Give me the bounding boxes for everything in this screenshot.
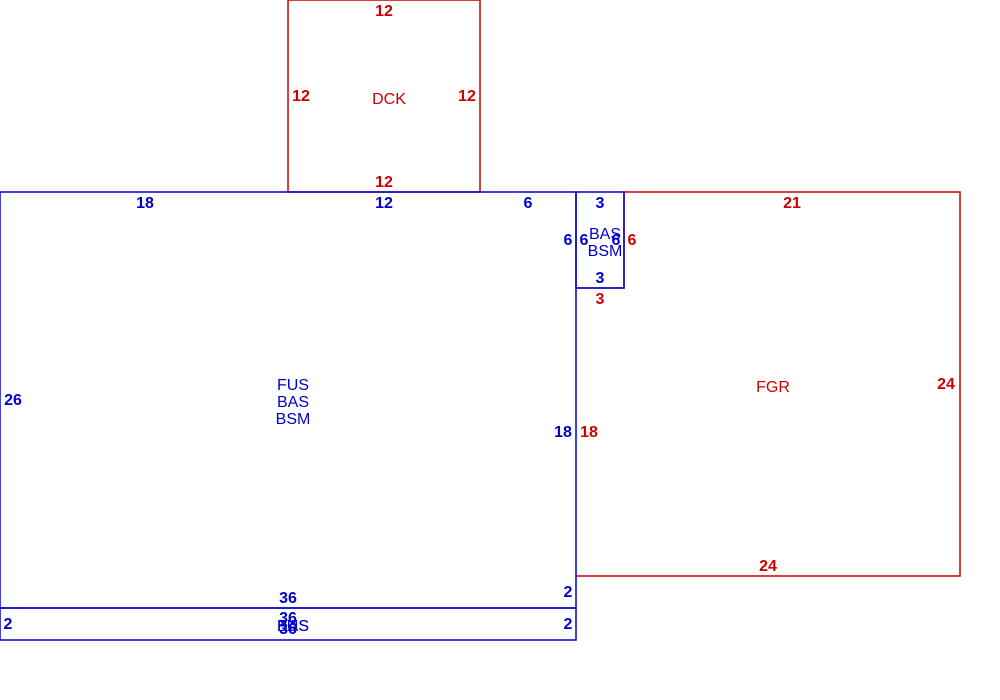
main-label-fus: FUS <box>277 377 309 394</box>
main-left-dim: 26 <box>4 392 22 409</box>
dck-label: DCK <box>372 91 406 108</box>
small-outer-right-dim: 6 <box>628 232 637 249</box>
small-outer-bottom-dim: 3 <box>596 291 605 308</box>
main-top-dim-c: 6 <box>524 195 533 212</box>
small-label-bsm: BSM <box>588 243 623 260</box>
small-left-dim-a: 6 <box>564 232 573 249</box>
small-top-dim: 3 <box>596 195 605 212</box>
small-area-outline <box>575 191 625 289</box>
main-top-dim-a: 18 <box>136 195 154 212</box>
strip-top-dim: 36 <box>279 610 297 627</box>
fgr-left-dim: 18 <box>580 424 598 441</box>
dck-top-dim: 12 <box>375 3 393 20</box>
main-top-dim-b: 12 <box>375 195 393 212</box>
dck-left-dim: 12 <box>292 88 310 105</box>
dck-right-dim: 12 <box>458 88 476 105</box>
fgr-right-dim: 24 <box>937 376 955 393</box>
strip-left-dim: 2 <box>4 616 13 633</box>
small-label-bas: BAS <box>589 226 621 243</box>
strip-right-dim: 2 <box>564 616 573 633</box>
small-bottom-dim: 3 <box>596 270 605 287</box>
strip-right-top-dim: 2 <box>564 584 573 601</box>
small-right-dim: 6 <box>612 232 621 249</box>
dck-bottom-dim: 12 <box>375 174 393 191</box>
strip-label-bas: BAS <box>277 618 309 635</box>
strip-bottom-dim: 36 <box>279 621 297 638</box>
main-label-bsm: BSM <box>276 411 311 428</box>
strip-label-fus: FUS <box>277 618 309 635</box>
main-label-bas: BAS <box>277 394 309 411</box>
fgr-bottom-dim: 24 <box>759 558 777 575</box>
main-bottom-dim: 36 <box>279 590 297 607</box>
small-left-dim-b: 6 <box>580 232 589 249</box>
fgr-label: FGR <box>756 379 790 396</box>
fgr-top-dim: 21 <box>783 195 801 212</box>
main-right-dim: 18 <box>554 424 572 441</box>
bottom-strip-outline <box>0 607 577 641</box>
